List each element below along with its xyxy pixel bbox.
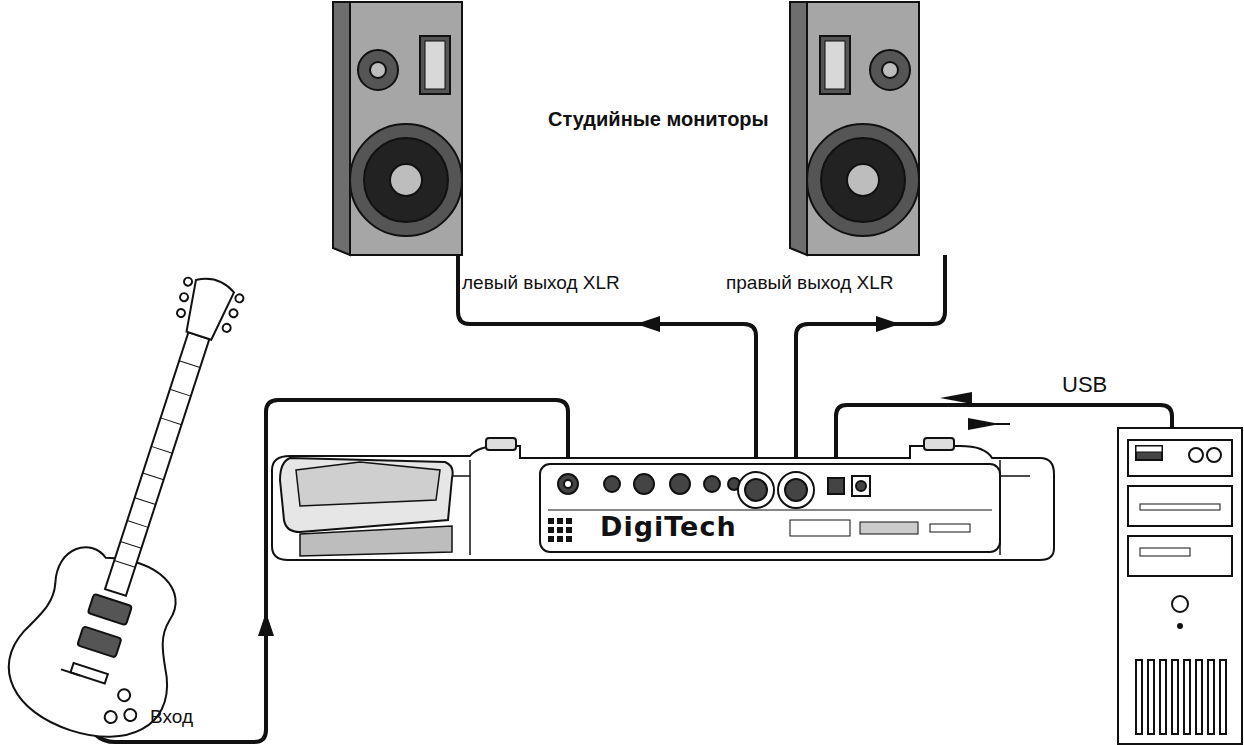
left-monitor — [333, 2, 462, 255]
multi-effects-pedal — [272, 438, 1054, 560]
arrowheads — [258, 316, 1000, 636]
right-monitor — [790, 2, 919, 255]
title-label: Студийные мониторы — [548, 108, 769, 131]
cable-label: левый выход XLR — [462, 272, 620, 294]
cables — [82, 255, 1172, 742]
logo-text: DigiTech — [600, 511, 737, 542]
pedal-logo: DigiTech — [598, 509, 739, 544]
cable-label: USB — [1062, 372, 1107, 397]
computer-tower — [1118, 428, 1242, 744]
cable-label: Вход — [150, 706, 193, 728]
cable-label: правый выход XLR — [726, 272, 894, 294]
electric-guitar — [0, 256, 294, 745]
